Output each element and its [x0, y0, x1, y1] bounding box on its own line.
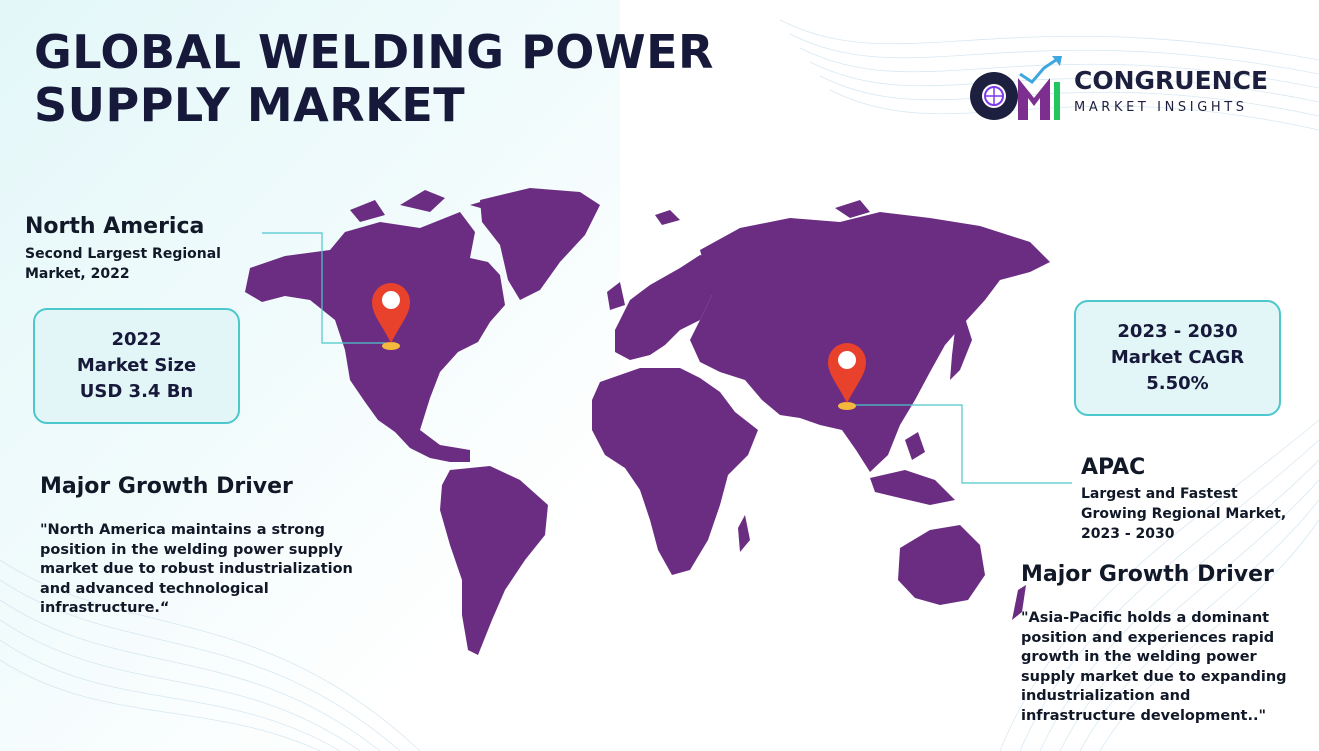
left-driver-line: "North America maintains a strong	[40, 522, 325, 538]
right-driver-line: position and experiences rapid	[1021, 629, 1275, 646]
left-driver-text: "North America maintains a strong positi…	[40, 521, 353, 619]
south-america-shape	[440, 466, 548, 655]
right-driver-text: "Asia-Pacific holds a dominant position …	[1021, 609, 1287, 726]
right-driver-line: supply market due to expanding	[1021, 668, 1287, 685]
logo-name: CONGRUENCE	[1074, 66, 1269, 95]
right-driver-line: growth in the welding power	[1021, 649, 1257, 665]
left-driver-line: infrastructure.“	[40, 600, 170, 616]
right-driver-line: infrastructure development.."	[1021, 707, 1267, 724]
page-title: GLOBAL WELDING POWER SUPPLY MARKET	[34, 26, 714, 132]
market-size-year: 2022	[111, 329, 162, 350]
north-america-subtitle-line-2: Market, 2022	[25, 266, 130, 282]
company-logo: CONGRUENCE MARKET INSIGHTS	[966, 52, 1296, 124]
title-line-1: GLOBAL WELDING POWER	[34, 25, 714, 79]
apac-title: APAC	[1081, 455, 1146, 480]
north-america-subtitle: Second Largest Regional Market, 2022	[25, 244, 221, 284]
title-line-2: SUPPLY MARKET	[34, 78, 466, 132]
cagr-period: 2023 - 2030	[1117, 321, 1238, 342]
left-driver-title: Major Growth Driver	[40, 474, 293, 499]
right-driver-line: "Asia-Pacific holds a dominant	[1021, 610, 1270, 626]
market-size-label: Market Size	[76, 355, 197, 376]
europe-shape	[615, 255, 725, 360]
greenland-shape	[480, 188, 600, 300]
asia-shape	[690, 212, 1050, 472]
logo-tagline: MARKET INSIGHTS	[1074, 100, 1248, 115]
cagr-value: 5.50%	[1146, 373, 1209, 394]
cagr-box: 2023 - 2030 Market CAGR 5.50%	[1074, 300, 1281, 416]
apac-subtitle-line-3: 2023 - 2030	[1081, 526, 1175, 542]
left-driver-line: position in the welding power supply	[40, 541, 343, 558]
cagr-label: Market CAGR	[1110, 347, 1245, 368]
north-america-subtitle-line-1: Second Largest Regional	[25, 246, 221, 262]
left-driver-line: and advanced technological	[40, 580, 269, 597]
left-driver-line: market due to robust industrialization	[40, 561, 353, 577]
logo-mark-icon	[970, 56, 1062, 120]
north-america-pin-icon	[372, 283, 410, 350]
apac-leader-line	[852, 404, 1072, 484]
north-america-title: North America	[25, 214, 205, 239]
australia-shape	[898, 525, 985, 605]
market-size-value: USD 3.4 Bn	[79, 381, 194, 402]
north-america-leader-line	[262, 232, 386, 344]
right-driver-title: Major Growth Driver	[1021, 562, 1274, 587]
apac-pin-icon	[828, 343, 866, 410]
market-size-box: 2022 Market Size USD 3.4 Bn	[33, 308, 240, 424]
africa-shape	[592, 368, 758, 575]
apac-subtitle: Largest and Fastest Growing Regional Mar…	[1081, 484, 1286, 544]
apac-subtitle-line-2: Growing Regional Market,	[1081, 506, 1287, 522]
right-driver-line: industrialization and	[1021, 688, 1191, 704]
apac-subtitle-line-1: Largest and Fastest	[1081, 486, 1238, 502]
north-america-shape	[245, 212, 505, 462]
